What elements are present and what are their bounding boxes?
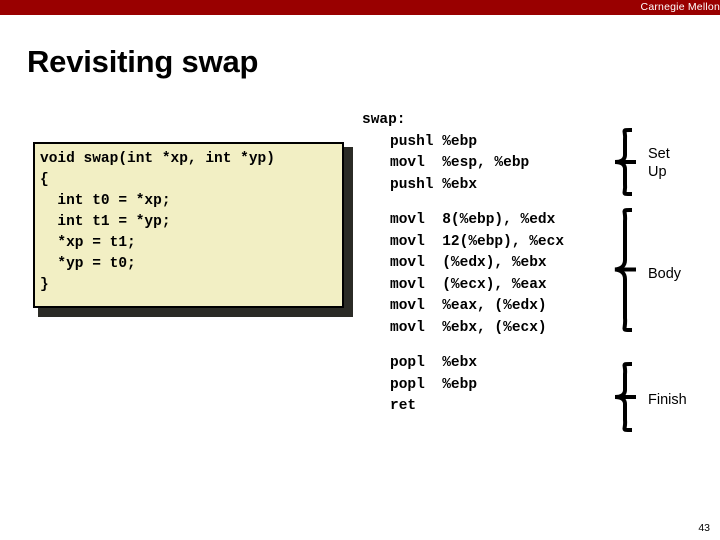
assembly-instruction: popl %ebp xyxy=(390,376,478,393)
page-number: 43 xyxy=(698,522,710,534)
assembly-instruction: movl %esp, %ebp xyxy=(390,155,530,171)
curly-brace-icon xyxy=(612,362,638,432)
c-code-box: void swap(int *xp, int *yp) { int t0 = *… xyxy=(33,142,344,308)
assembly-section-finish: popl %ebx popl %ebp ret xyxy=(362,353,612,418)
assembly-instruction: movl (%edx), %ebx xyxy=(390,255,547,271)
assembly-section-body: movl 8(%ebp), %edx movl 12(%ebp), %ecx m… xyxy=(362,210,612,339)
assembly-instruction: movl 8(%ebp), %edx xyxy=(390,212,556,228)
assembly-instruction: movl %eax, (%edx) xyxy=(390,298,547,314)
section-label-setup: Set Up xyxy=(648,146,670,180)
assembly-instruction: pushl %ebx xyxy=(390,176,478,193)
assembly-instruction: movl %ebx, (%ecx) xyxy=(390,319,547,336)
assembly-listing: swap: pushl %ebp movl %esp, %ebp pushl %… xyxy=(362,110,612,418)
assembly-spacer xyxy=(362,339,612,353)
c-source-code: void swap(int *xp, int *yp) { int t0 = *… xyxy=(40,151,275,293)
header-brand-text: Carnegie Mellon xyxy=(640,1,720,13)
section-label-body: Body xyxy=(648,266,682,282)
assembly-function-label: swap: xyxy=(362,112,406,128)
assembly-section-setup: pushl %ebp movl %esp, %ebp pushl %ebx xyxy=(362,132,612,197)
assembly-instruction: movl (%ecx), %eax xyxy=(390,276,547,293)
assembly-spacer xyxy=(362,196,612,210)
assembly-instruction: pushl %ebp xyxy=(390,133,478,150)
section-label-finish: Finish xyxy=(648,392,687,408)
assembly-instruction: ret xyxy=(390,398,417,414)
page-title: Revisiting swap xyxy=(27,44,259,79)
curly-brace-icon xyxy=(612,128,638,196)
header-bar xyxy=(0,0,720,15)
assembly-instruction: popl %ebx xyxy=(390,355,478,371)
curly-brace-icon xyxy=(612,208,638,333)
assembly-instruction: movl 12(%ebp), %ecx xyxy=(390,233,565,250)
